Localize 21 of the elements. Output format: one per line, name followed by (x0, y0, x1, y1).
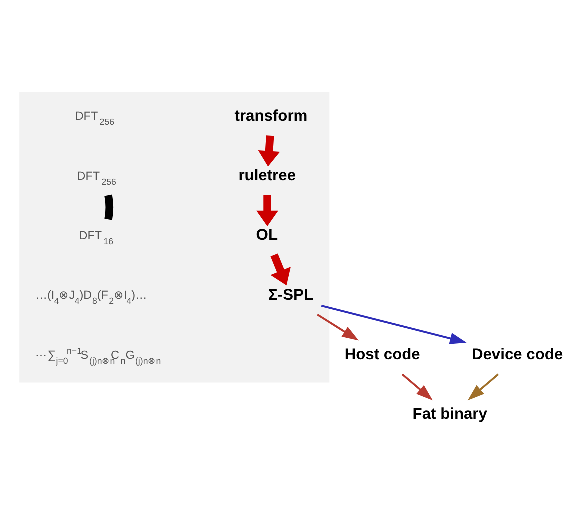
node-text: Fat binary (412, 406, 488, 423)
label: DFT$_{256}$ (75, 110, 114, 127)
arrow (321, 304, 467, 344)
node-text: transform (234, 107, 308, 124)
node-text: Host code (344, 346, 420, 364)
arrow (256, 195, 278, 226)
node-text: DFT$_{16}$ (79, 229, 114, 246)
node-text: Σ-SPL (268, 286, 314, 304)
arrow (402, 373, 433, 400)
label: ⋯∑$_{j=0}$$^{n−1}$S$_{(j)n⊗n}$C$_{n}$G$_{(j)n⊗n}$ (36, 345, 162, 366)
arrow (270, 253, 291, 286)
node-text: OL (256, 226, 278, 244)
node-text: DFT$_{256}$ (77, 169, 116, 186)
connector (104, 194, 114, 220)
cluster (20, 92, 330, 382)
arrow (317, 314, 359, 340)
node-text: Device code (472, 346, 564, 364)
arrow (258, 135, 280, 166)
node-text: ruletree (238, 167, 296, 184)
label: …(I$_{4}$⊗J$_{4}$)D$_{8}$(F$_{2}$⊗I$_{4}$)… (36, 288, 148, 306)
arrow (468, 373, 500, 400)
